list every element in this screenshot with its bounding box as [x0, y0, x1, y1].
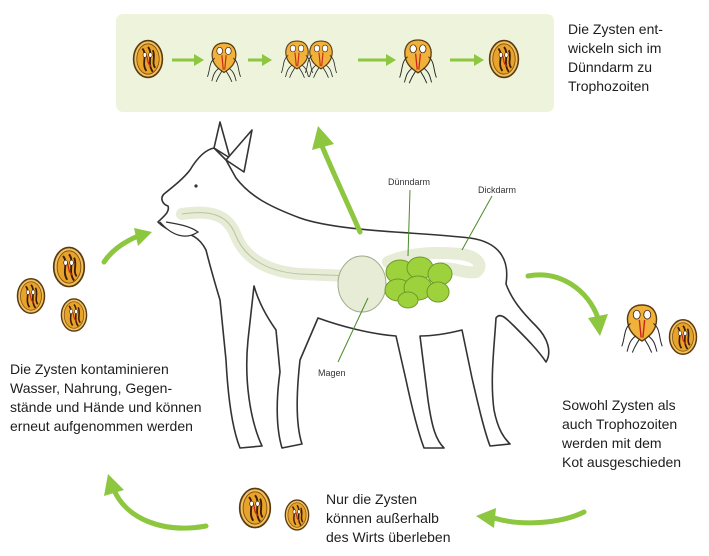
giardia-cyst-icon [285, 500, 308, 530]
curved-arrow-icon [528, 275, 608, 336]
caption-line: Nur die Zysten [326, 490, 451, 509]
caption-line: des Wirts überleben [326, 528, 451, 547]
caption-line: stände und Hände und können [10, 398, 202, 417]
caption-bottom: Nur die Zysten können außerhalb des Wirt… [326, 490, 451, 547]
curved-arrow-icon [104, 228, 152, 262]
caption-right: Sowohl Zysten als auch Trophozoiten werd… [562, 396, 681, 472]
giardia-cyst-icon [490, 41, 519, 78]
giardia-cyst-icon [134, 41, 163, 78]
caption-top-right: Die Zysten ent- wickeln sich im Dünndarm… [568, 20, 663, 96]
giardia-cyst-icon [18, 279, 45, 314]
giardia-trophozoite-icon [622, 305, 662, 353]
caption-line: auch Trophozoiten [562, 415, 681, 434]
stomach-label: Magen [318, 368, 346, 378]
giardia-cyst-icon [61, 299, 86, 331]
giardia-cyst-icon [670, 320, 697, 355]
caption-line: wickeln sich im [568, 39, 663, 58]
caption-line: Kot ausgeschieden [562, 453, 681, 472]
caption-left: Die Zysten kontaminieren Wasser, Nahrung… [10, 360, 202, 436]
caption-line: werden mit dem [562, 434, 681, 453]
caption-line: Sowohl Zysten als [562, 396, 681, 415]
caption-line: können außerhalb [326, 509, 451, 528]
lifecycle-panel [116, 14, 554, 112]
caption-line: erneut aufgenommen werden [10, 417, 202, 436]
small-intestine [385, 257, 452, 308]
large-intestine-label: Dickdarm [478, 185, 516, 195]
giardia-cyst-icon [240, 488, 271, 527]
giardia-cyst-icon [54, 247, 85, 286]
caption-line: Trophozoiten [568, 77, 663, 96]
curved-arrow-icon [104, 474, 206, 528]
dog-eye [194, 184, 197, 187]
curved-arrow-icon [476, 508, 584, 528]
stomach [338, 256, 386, 312]
caption-line: Wasser, Nahrung, Gegen- [10, 379, 202, 398]
caption-line: Die Zysten kontaminieren [10, 360, 202, 379]
small-intestine-label: Dünndarm [388, 177, 430, 187]
curved-arrow-icon [312, 126, 360, 232]
caption-line: Die Zysten ent- [568, 20, 663, 39]
caption-line: Dünndarm zu [568, 58, 663, 77]
